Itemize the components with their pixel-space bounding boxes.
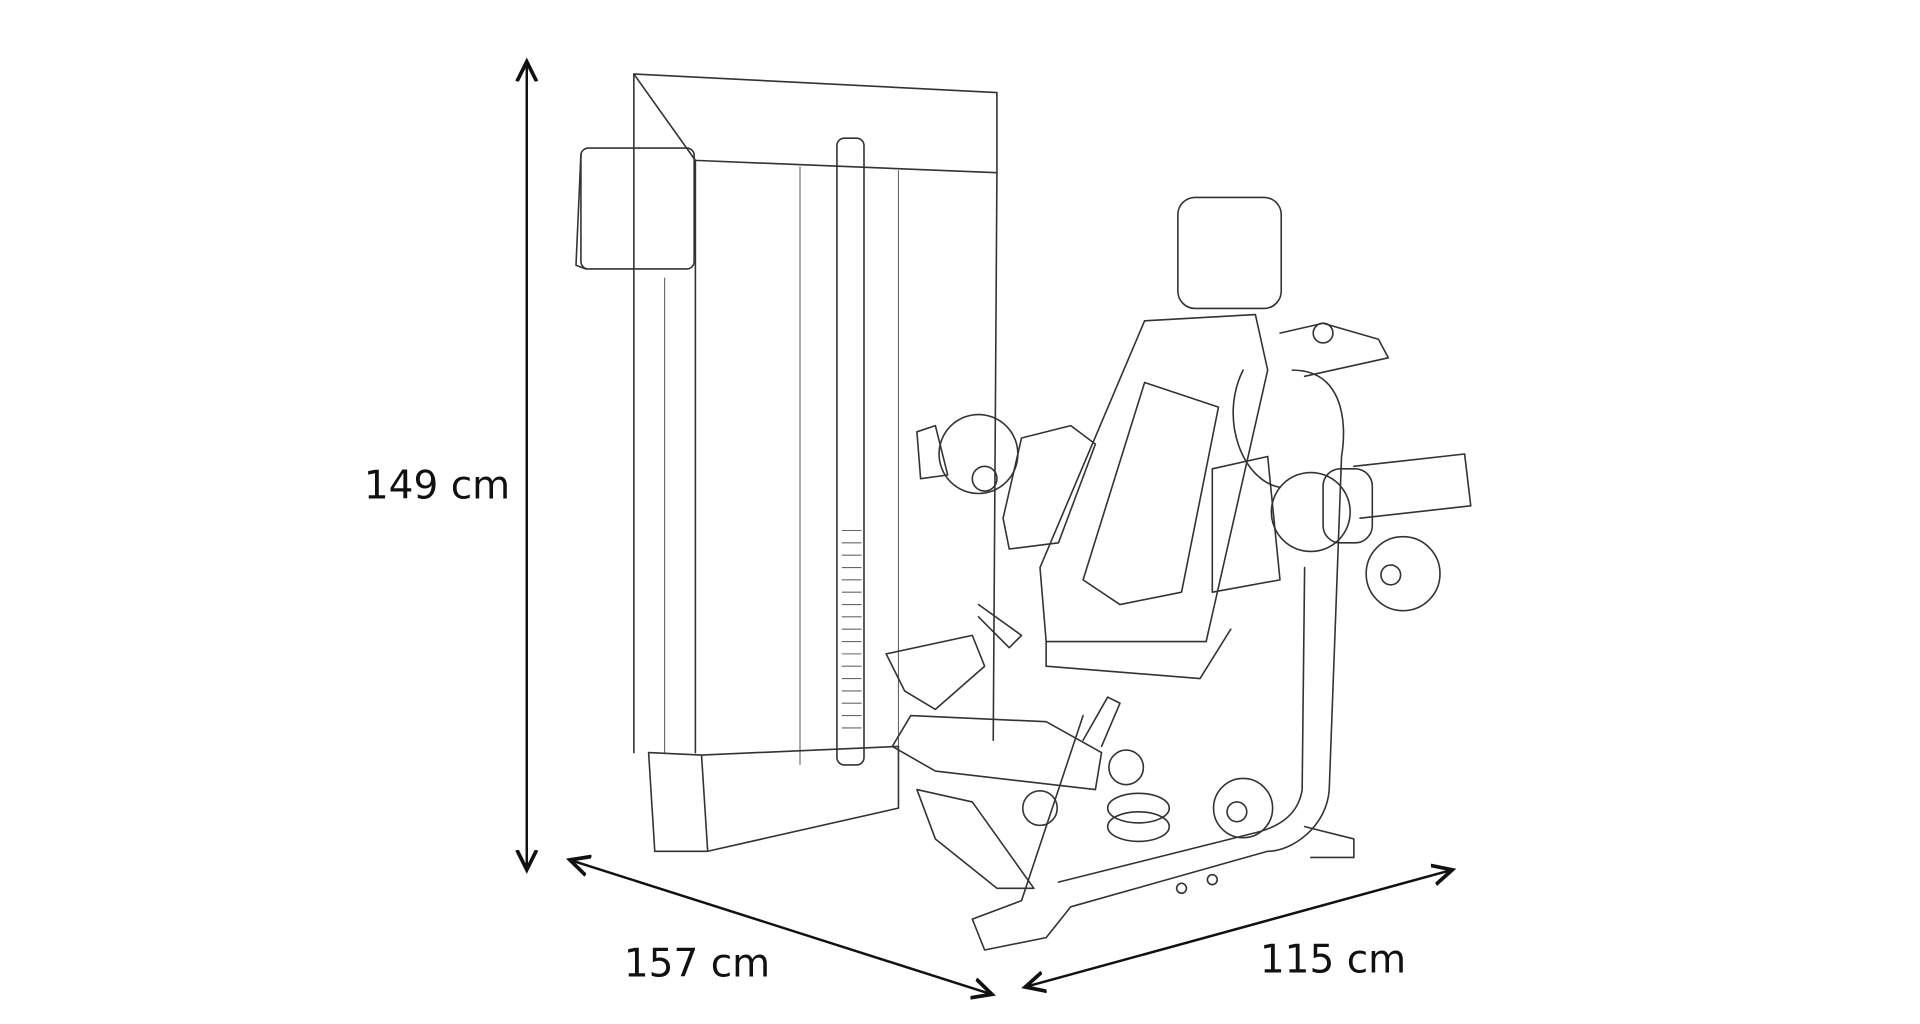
arm-assembly xyxy=(885,322,1472,843)
depth-label: 157 cm xyxy=(623,941,771,987)
width-dimension-arrow xyxy=(1025,870,1452,987)
depth-dimension-arrow xyxy=(570,860,992,994)
frame xyxy=(971,369,1355,951)
weight-stack-tower xyxy=(575,73,998,853)
height-label: 149 cm xyxy=(363,463,511,509)
backrest xyxy=(1039,196,1283,680)
width-label: 115 cm xyxy=(1259,937,1407,983)
seat xyxy=(891,714,1103,890)
